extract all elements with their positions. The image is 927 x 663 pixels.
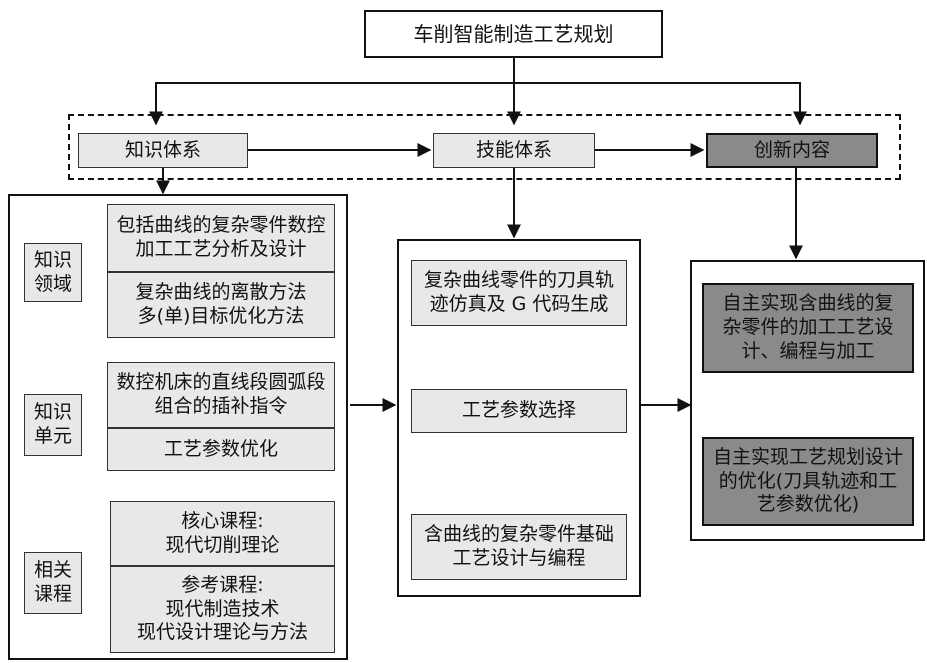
- unit-item-2-line-1: 工艺参数优化: [163, 437, 278, 460]
- course-label-box: 相关 课程: [24, 552, 82, 614]
- domain-item-1-line-2: 加工工艺分析及设计: [135, 238, 307, 260]
- skill-item-3: 含曲线的复杂零件基础 工艺设计与编程: [411, 514, 627, 580]
- domain-group-divider: [108, 271, 334, 273]
- unit-item-2: 工艺参数优化: [107, 429, 335, 470]
- skill-item-2-line-1: 工艺参数选择: [461, 399, 576, 422]
- domain-label-box: 知识 领域: [24, 243, 82, 302]
- unit-label-box: 知识 单元: [24, 394, 82, 456]
- course-item-1-line-2: 现代切削理论: [165, 533, 280, 556]
- course-label-line-2: 课程: [33, 583, 72, 605]
- domain-item-2: 复杂曲线的离散方法 多(单)目标优化方法: [107, 273, 335, 336]
- top-title-box: 车削智能制造工艺规划: [364, 10, 663, 58]
- innovation-item-2-line-2: 的优化(刀具轨迹和工: [718, 469, 898, 492]
- unit-item-1: 数控机床的直线段圆弧段 组合的插补指令: [107, 364, 335, 426]
- innovation-item-1-line-1: 自主实现含曲线的复: [722, 292, 894, 315]
- innovation-item-1-line-2: 杂零件的加工工艺设: [722, 316, 894, 339]
- course-label-line-1: 相关: [33, 559, 72, 582]
- course-group-divider: [111, 565, 334, 567]
- domain-item-1: 包括曲线的复杂零件数控 加工工艺分析及设计: [107, 206, 335, 270]
- innovation-item-2-line-1: 自主实现工艺规划设计: [712, 445, 903, 468]
- domain-label-line-2: 领域: [33, 272, 72, 295]
- innovation-item-2: 自主实现工艺规划设计 的优化(刀具轨迹和工 艺参数优化): [702, 437, 914, 526]
- skill-item-1: 复杂曲线零件的刀具轨 迹仿真及 G 代码生成: [411, 260, 627, 326]
- arrow-title-to-knowledge: [149, 82, 514, 126]
- course-item-1: 核心课程: 现代切削理论: [110, 503, 335, 564]
- top-title: 车削智能制造工艺规划: [413, 21, 614, 46]
- unit-group-divider: [108, 427, 334, 429]
- course-item-2-line-3: 现代设计理论与方法: [136, 621, 308, 644]
- skill-item-3-line-1: 含曲线的复杂零件基础: [423, 523, 614, 546]
- skill-system-box: 技能体系: [433, 133, 595, 168]
- innovation-system-label: 创新内容: [753, 138, 830, 161]
- domain-item-2-line-2: 多(单)目标优化方法: [137, 304, 305, 327]
- arrow-title-to-innovation: [514, 82, 807, 126]
- domain-label-line-1: 知识: [33, 248, 72, 271]
- skill-item-3-line-2: 工艺设计与编程: [452, 547, 586, 569]
- unit-label-line-2: 单元: [33, 425, 72, 447]
- unit-label-line-1: 知识: [33, 401, 72, 424]
- course-item-2-line-1: 参考课程:: [181, 573, 264, 596]
- innovation-item-1-line-3: 计、编程与加工: [741, 339, 875, 362]
- unit-item-1-line-2: 组合的插补指令: [154, 395, 288, 417]
- knowledge-system-box: 知识体系: [78, 133, 248, 168]
- skill-system-label: 技能体系: [475, 138, 552, 161]
- skill-item-1-line-1: 复杂曲线零件的刀具轨: [423, 269, 614, 292]
- innovation-item-1: 自主实现含曲线的复 杂零件的加工工艺设 计、编程与加工: [702, 283, 914, 373]
- systems-dashed-group: [68, 114, 901, 180]
- domain-item-2-line-1: 复杂曲线的离散方法: [135, 280, 307, 303]
- innovation-system-box: 创新内容: [706, 133, 878, 168]
- unit-group: [107, 362, 335, 471]
- domain-item-1-line-1: 包括曲线的复杂零件数控: [116, 214, 326, 237]
- course-item-1-line-1: 核心课程:: [181, 509, 264, 532]
- skill-item-1-line-2: 迹仿真及 G 代码生成: [429, 293, 609, 315]
- unit-item-1-line-1: 数控机床的直线段圆弧段: [116, 371, 326, 394]
- course-item-2: 参考课程: 现代制造技术 现代设计理论与方法: [110, 567, 335, 652]
- course-group: [110, 501, 335, 653]
- knowledge-system-label: 知识体系: [124, 138, 201, 161]
- innovation-item-2-line-3: 艺参数优化): [756, 493, 860, 516]
- skill-item-2: 工艺参数选择: [411, 389, 627, 433]
- course-item-2-line-2: 现代制造技术: [165, 597, 280, 620]
